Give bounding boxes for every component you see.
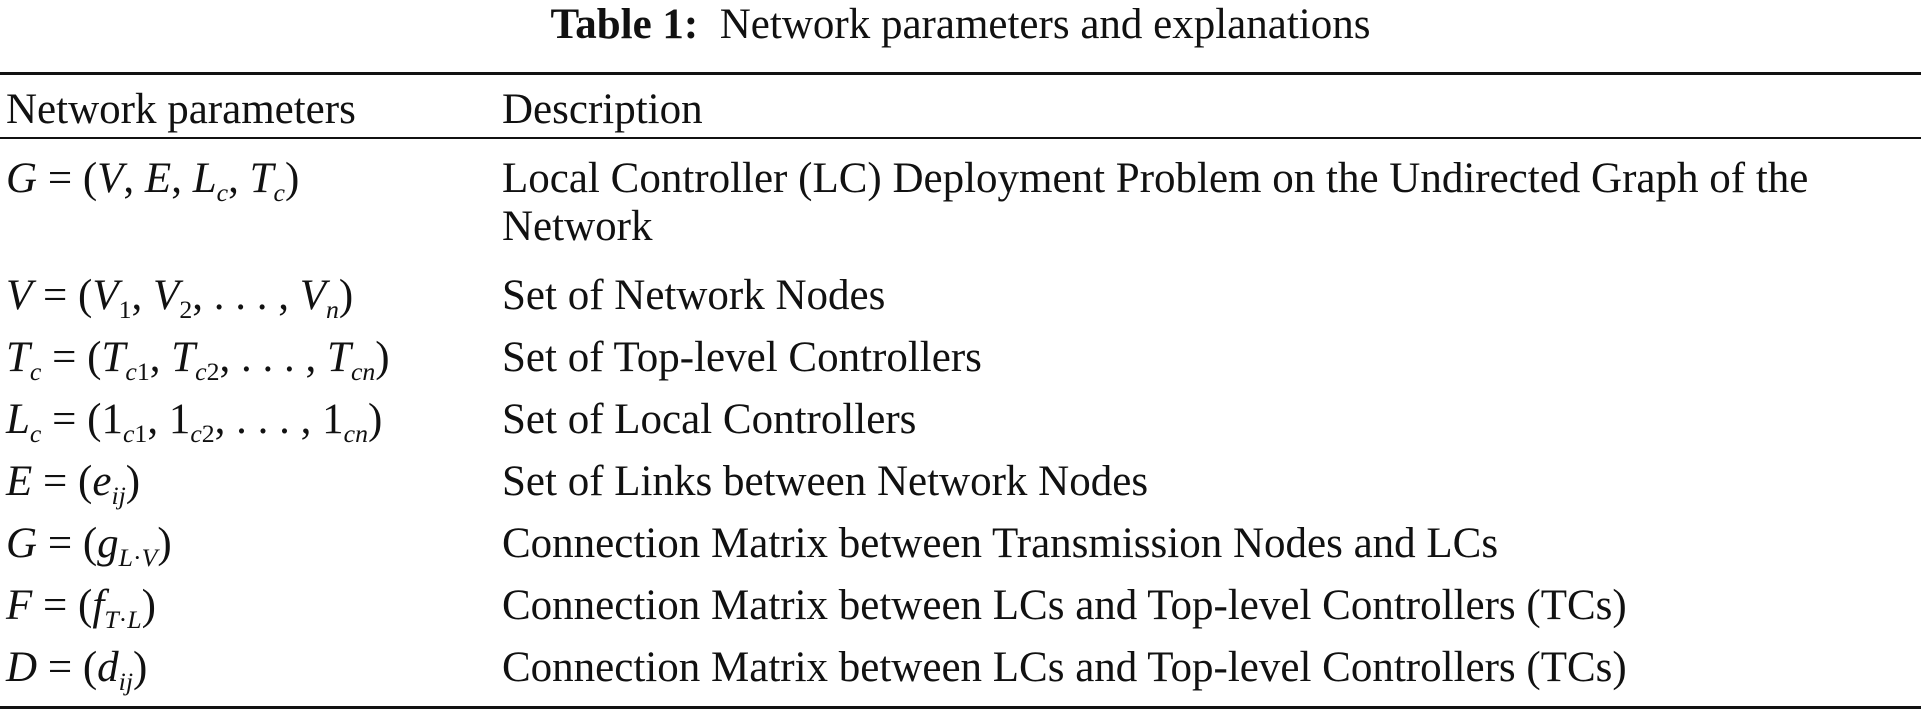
table-caption-text: Network parameters and explanations <box>719 1 1371 48</box>
description-cell: Connection Matrix between LCs and Top-le… <box>502 582 1627 629</box>
param-cell: F = (fT·L) <box>6 582 156 635</box>
param-cell: Lc = (1c1, 1c2, . . . , 1cn) <box>6 396 383 449</box>
param-cell: V = (V1, V2, . . . , Vn) <box>6 272 354 325</box>
table-header-rule <box>0 137 1921 139</box>
table-caption: Table 1: Network parameters and explanat… <box>0 0 1921 52</box>
description-cell: Set of Links between Network Nodes <box>502 458 1149 505</box>
description-cell: Set of Local Controllers <box>502 396 917 443</box>
table-bottom-rule <box>0 706 1921 709</box>
param-cell: G = (gL·V) <box>6 520 172 573</box>
description-cell: Connection Matrix between LCs and Top-le… <box>502 644 1627 691</box>
header-description: Description <box>502 86 703 133</box>
table-caption-label: Table 1: <box>550 1 699 48</box>
param-cell: Tc = (Tc1, Tc2, . . . , Tcn) <box>6 334 390 387</box>
description-cell: Local Controller (LC) Deployment Problem… <box>502 155 1809 250</box>
header-network-parameters: Network parameters <box>6 86 356 133</box>
param-cell: E = (eij) <box>6 458 141 511</box>
param-cell: G = (V, E, Lc, Tc) <box>6 155 300 208</box>
description-cell: Set of Top-level Controllers <box>502 334 982 381</box>
table-top-rule <box>0 72 1921 75</box>
description-cell: Connection Matrix between Transmission N… <box>502 520 1499 567</box>
param-cell: D = (dij) <box>6 644 148 697</box>
description-cell: Set of Network Nodes <box>502 272 886 319</box>
